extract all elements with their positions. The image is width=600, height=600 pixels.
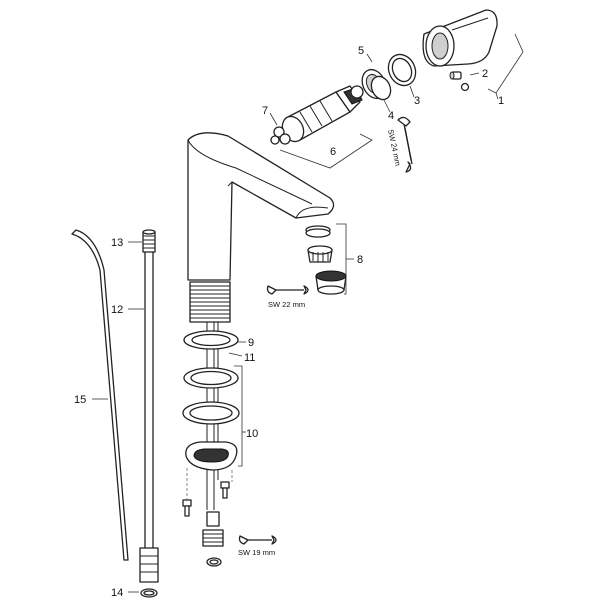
part-grub-screw bbox=[460, 82, 470, 92]
callout-labels: 1 2 3 4 5 6 7 8 9 10 11 12 13 14 15 bbox=[74, 45, 504, 599]
callout-3: 3 bbox=[414, 95, 420, 107]
callout-10: 10 bbox=[246, 428, 258, 440]
callout-6: 6 bbox=[330, 146, 336, 158]
wrench-24-label: SW 24 mm bbox=[386, 129, 403, 167]
leader-lines bbox=[92, 33, 524, 593]
wrench-22-label: SW 22 mm bbox=[268, 300, 305, 309]
part-aerator-housing bbox=[315, 270, 347, 295]
part-cartridge bbox=[281, 85, 364, 143]
wrench-19-label: SW 19 mm bbox=[238, 548, 275, 557]
callout-9: 9 bbox=[248, 337, 254, 349]
part-washer-9 bbox=[183, 330, 239, 350]
callout-15: 15 bbox=[74, 394, 86, 406]
callout-12: 12 bbox=[111, 304, 123, 316]
callout-8: 8 bbox=[357, 254, 363, 266]
screw-bracket bbox=[186, 468, 233, 500]
part-washer-11 bbox=[183, 367, 239, 389]
callout-14: 14 bbox=[111, 587, 123, 599]
callout-1: 1 bbox=[498, 95, 504, 107]
wrench-24-icon bbox=[397, 116, 413, 173]
callout-5: 5 bbox=[358, 45, 364, 57]
part-aerator-seal bbox=[305, 225, 331, 238]
part-cap bbox=[422, 9, 498, 67]
part-set-screw bbox=[449, 71, 462, 80]
part-washer-10 bbox=[182, 401, 240, 425]
part-seal-7 bbox=[270, 126, 291, 145]
wrench-22-icon bbox=[266, 285, 309, 295]
part-threaded-shank bbox=[189, 281, 231, 323]
part-aerator-insert bbox=[307, 245, 333, 263]
part-hose-nut bbox=[139, 547, 159, 583]
part-hose-end bbox=[202, 511, 224, 567]
part-washer-14 bbox=[140, 588, 158, 598]
part-mounting-plate bbox=[185, 441, 238, 471]
callout-11: 11 bbox=[244, 352, 255, 364]
part-flex-rod-15 bbox=[71, 229, 129, 561]
part-hose-12 bbox=[142, 229, 156, 548]
callout-7: 7 bbox=[262, 105, 268, 117]
part-spout-body bbox=[187, 132, 335, 281]
callout-4: 4 bbox=[388, 110, 394, 122]
callout-2: 2 bbox=[482, 68, 488, 80]
wrench-19-icon bbox=[238, 535, 277, 545]
part-fixing-screws bbox=[182, 481, 230, 517]
part-nut-4 bbox=[370, 75, 392, 101]
callout-13: 13 bbox=[111, 237, 123, 249]
part-ring-3 bbox=[387, 53, 417, 87]
